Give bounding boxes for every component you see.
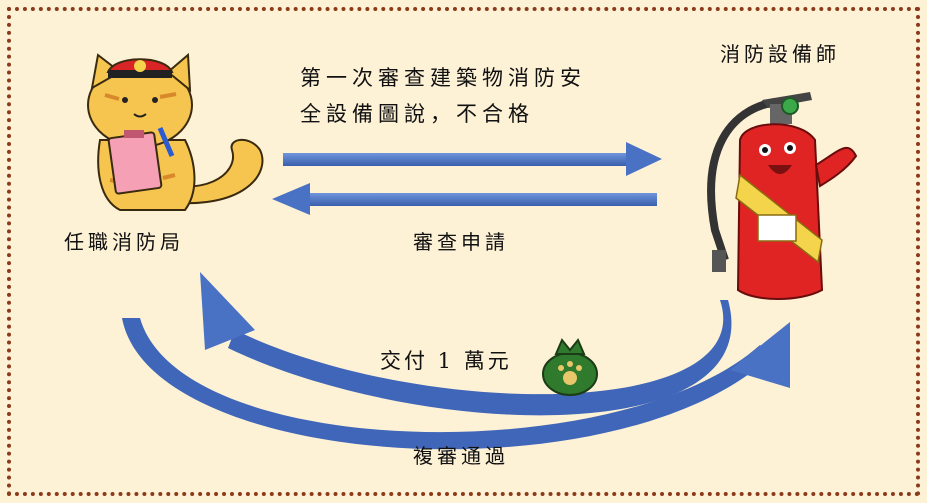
arrow-right-text-line1: 第一次審查建築物消防安 [300, 66, 586, 90]
arrow-left [272, 183, 657, 215]
right-actor-label: 消防設備師 [720, 42, 840, 66]
curved-arrow-upper [200, 272, 732, 416]
curved-upper-text: 交付 1 萬元 [380, 349, 512, 373]
curved-lower-text: 複審通過 [413, 444, 509, 468]
cat-fire-officer-icon [87, 52, 264, 211]
fire-extinguisher-character-icon [707, 92, 858, 300]
arrow-right [283, 142, 662, 176]
arrow-right-text-line2: 全設備圖說，不合格 [300, 102, 534, 126]
dotted-border [7, 7, 920, 496]
money-bag-icon [542, 338, 598, 396]
arrow-left-text: 審查申請 [413, 230, 509, 254]
left-actor-label: 任職消防局 [64, 230, 184, 254]
arrow-right-text: 第一次審查建築物消防安 全設備圖說，不合格 [300, 60, 586, 132]
curved-arrow-lower [122, 318, 790, 450]
